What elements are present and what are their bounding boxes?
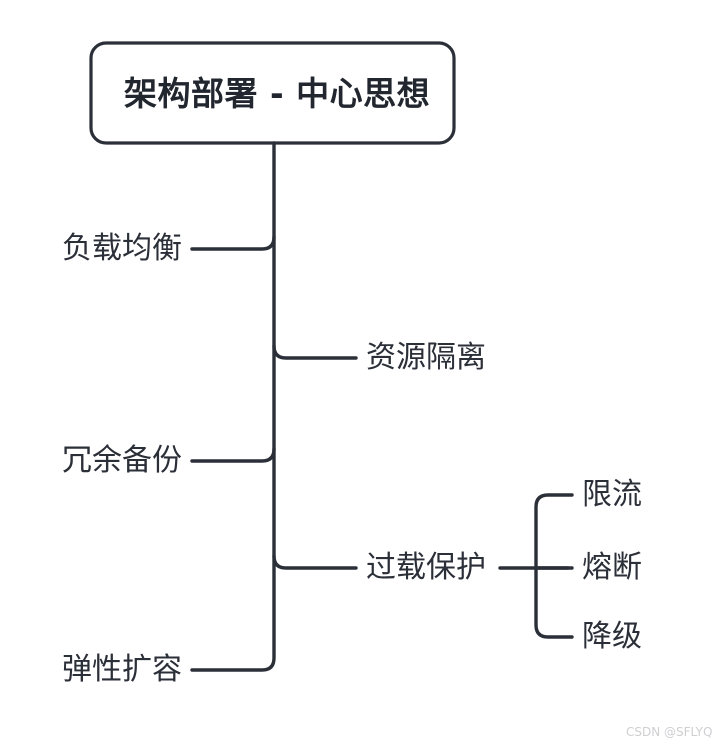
root-node-label: 架构部署 - 中心思想 (124, 74, 431, 113)
watermark-text: CSDN @SFLYQ (626, 725, 712, 739)
connector-subbranch-bracket (534, 493, 574, 639)
connector-right-1 (272, 344, 358, 360)
subbranch-label-circuit-breaking: 熔断 (582, 550, 642, 585)
connector-left-1 (190, 235, 276, 251)
subbranch-label-degradation: 降级 (582, 619, 642, 654)
branch-label-load-balancing: 负载均衡 (62, 231, 182, 266)
trunk-line (190, 141, 276, 672)
branch-label-elastic-scaling: 弹性扩容 (62, 652, 182, 687)
connector-right-2 (272, 554, 358, 570)
branch-label-overload-protection: 过载保护 (366, 550, 486, 585)
branch-label-resource-isolation: 资源隔离 (366, 340, 486, 375)
connector-left-2 (190, 447, 276, 463)
branch-label-redundant-backup: 冗余备份 (62, 443, 182, 478)
subbranch-label-rate-limiting: 限流 (582, 477, 642, 512)
